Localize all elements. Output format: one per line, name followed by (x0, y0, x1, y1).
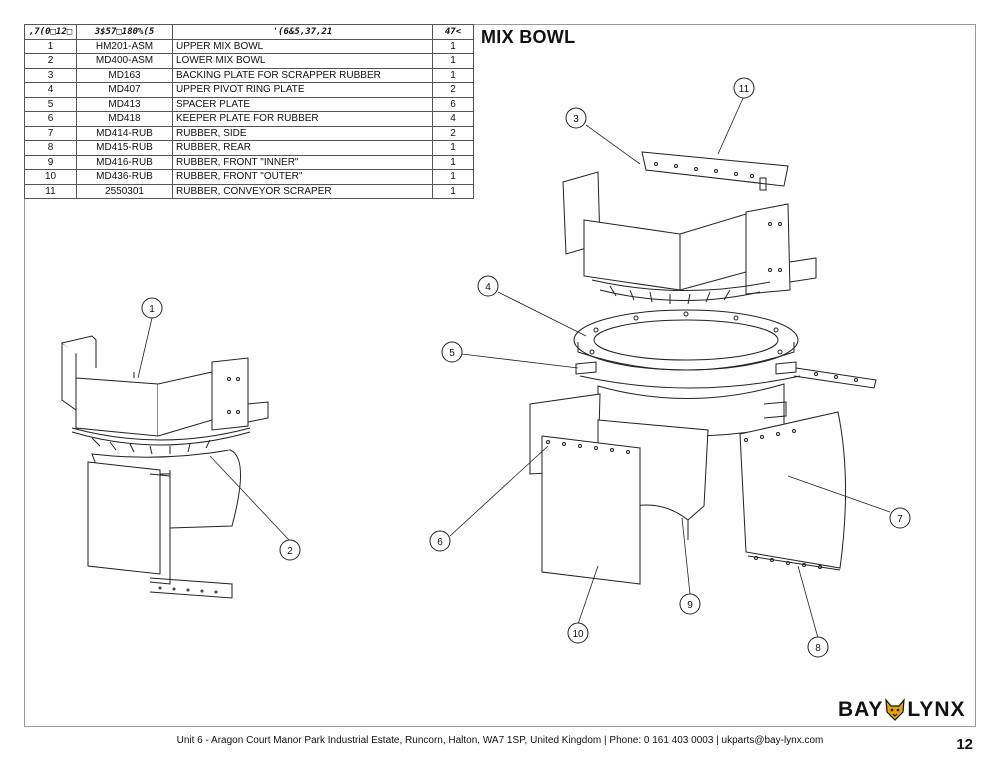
balloon-10: 10 (567, 622, 589, 644)
bom-desc: RUBBER, SIDE (172, 125, 433, 141)
balloon-1: 1 (141, 297, 163, 319)
bom-part: MD416-RUB (76, 154, 173, 170)
footer-address: Unit 6 - Aragon Court Manor Park Industr… (176, 735, 824, 746)
balloons: 1 2 3 4 5 6 7 8 9 10 11 (141, 77, 911, 658)
leader-lines (137, 95, 891, 639)
balloon-3: 3 (565, 107, 587, 129)
balloon-2: 2 (279, 539, 301, 561)
bom-qty: 1 (432, 169, 474, 185)
svg-text:11: 11 (739, 84, 750, 95)
svg-text:8: 8 (815, 643, 821, 654)
bom-desc: RUBBER, FRONT "INNER" (172, 154, 433, 170)
svg-text:10: 10 (572, 629, 584, 640)
balloon-9: 9 (679, 593, 701, 615)
bom-header-row: ,7(0□12□ 3$57□180%(5 '(6&5,37,21 47< (24, 24, 474, 40)
bom-desc: RUBBER, REAR (172, 140, 433, 156)
bom-qty: 1 (432, 154, 474, 170)
lynx-head-icon (884, 698, 906, 722)
svg-text:7: 7 (897, 514, 903, 525)
svg-text:5: 5 (449, 348, 455, 359)
bom-part: 2550301 (76, 183, 173, 199)
assembled-view (61, 335, 269, 599)
bom-desc: RUBBER, FRONT "OUTER" (172, 169, 433, 185)
balloon-6: 6 (429, 530, 451, 552)
bay-lynx-logo: BAY LYNX (838, 698, 966, 722)
bom-qty: 2 (432, 125, 474, 141)
page-number: 12 (956, 736, 973, 753)
bom-qty: 1 (432, 140, 474, 156)
bom-qty: 1 (432, 183, 474, 199)
svg-text:3: 3 (573, 114, 579, 125)
logo-text-left: BAY (838, 698, 884, 721)
balloon-7: 7 (889, 507, 911, 529)
bom-item: 9 (24, 154, 77, 170)
svg-text:6: 6 (437, 537, 443, 548)
balloon-11: 11 (733, 77, 755, 99)
logo-text-right: LYNX (907, 698, 966, 721)
balloon-8: 8 (807, 636, 829, 658)
drawing-title: MIX BOWL (481, 27, 576, 47)
balloon-4: 4 (477, 275, 499, 297)
bom-part: MD414-RUB (76, 125, 173, 141)
drawing-frame (24, 24, 976, 727)
balloon-5: 5 (441, 341, 463, 363)
bom-item: 10 (24, 169, 77, 185)
svg-text:1: 1 (149, 304, 155, 315)
bom-desc: RUBBER, CONVEYOR SCRAPER (172, 183, 433, 199)
svg-text:9: 9 (687, 600, 693, 611)
svg-text:4: 4 (485, 282, 491, 293)
svg-text:2: 2 (287, 546, 293, 557)
exploded-view (529, 151, 877, 585)
